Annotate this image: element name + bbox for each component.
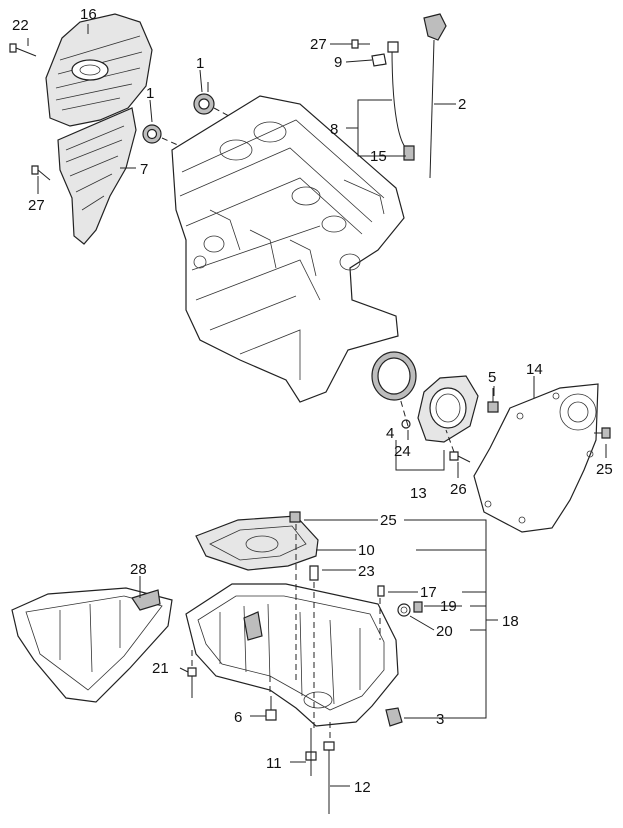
callout-18: 18: [502, 613, 519, 630]
bolt-25-baffle: [289, 511, 301, 523]
rear-seal-housing: [417, 375, 479, 443]
oil-baffle-plate: [195, 515, 319, 571]
callout-24: 24: [394, 443, 411, 460]
timing-belt-cover-upper: [45, 13, 153, 127]
bolt-26: [449, 451, 471, 463]
dipstick-guide-tube: [387, 41, 415, 161]
callout-12: 12: [354, 779, 371, 796]
callout-27-left: 27: [28, 197, 45, 214]
dipstick: [423, 13, 447, 179]
bolt-11: [305, 728, 317, 776]
callout-1-lower: 1: [146, 85, 154, 102]
callout-20: 20: [436, 623, 453, 640]
callout-25-right: 25: [596, 461, 613, 478]
callout-7: 7: [140, 161, 148, 178]
bolt-24: [401, 419, 411, 429]
callout-3: 3: [436, 711, 444, 728]
callout-labels: 22 16 1 1 7 27 27 9 2 8 15 5 14 4 24 13 …: [12, 6, 613, 796]
callout-6: 6: [234, 709, 242, 726]
oil-seal-1-lower: [142, 124, 162, 144]
callout-14: 14: [526, 361, 543, 378]
bolt-23: [309, 565, 319, 581]
callout-15: 15: [370, 148, 387, 165]
leader-lines: [27, 24, 607, 787]
bracket-9: [371, 53, 387, 67]
bolt-21: [187, 667, 197, 698]
callout-11: 11: [266, 755, 282, 772]
washer-20: [397, 603, 411, 617]
rear-end-plate: [473, 383, 599, 533]
bolt-25-right: [594, 427, 611, 439]
callout-22: 22: [12, 17, 29, 34]
lower-oil-pan-gasketed: [11, 587, 173, 703]
timing-belt-cover-lower: [57, 107, 137, 245]
oil-seal-1-upper: [193, 93, 215, 115]
bolt-5: [487, 388, 499, 413]
plug-17: [377, 585, 385, 597]
callout-19: 19: [440, 598, 457, 615]
bolt-22: [9, 43, 37, 57]
callout-21: 21: [152, 660, 169, 677]
callout-16: 16: [80, 6, 97, 23]
plug-19: [413, 601, 423, 613]
rear-oil-seal-ring: [371, 351, 417, 401]
bolt-27-left: [31, 165, 51, 181]
bolt-12: [323, 741, 335, 814]
callout-13: 13: [410, 485, 427, 502]
callout-5: 5: [488, 369, 496, 386]
callout-27-top: 27: [310, 36, 327, 53]
callout-2: 2: [458, 96, 466, 113]
callout-26: 26: [450, 481, 467, 498]
bolt-6: [265, 696, 277, 721]
bolt-27-top: [351, 39, 370, 49]
callout-28: 28: [130, 561, 147, 578]
callout-17: 17: [420, 584, 437, 601]
callout-8: 8: [330, 121, 338, 138]
upper-oil-pan: [185, 583, 399, 727]
callout-23: 23: [358, 563, 375, 580]
callout-4: 4: [386, 425, 394, 442]
callout-10: 10: [358, 542, 375, 559]
cylinder-block: [171, 95, 405, 403]
drain-plug: [385, 707, 403, 727]
callout-1-upper: 1: [196, 55, 204, 72]
callout-25-baffle: 25: [380, 512, 397, 529]
callout-9: 9: [334, 54, 342, 71]
